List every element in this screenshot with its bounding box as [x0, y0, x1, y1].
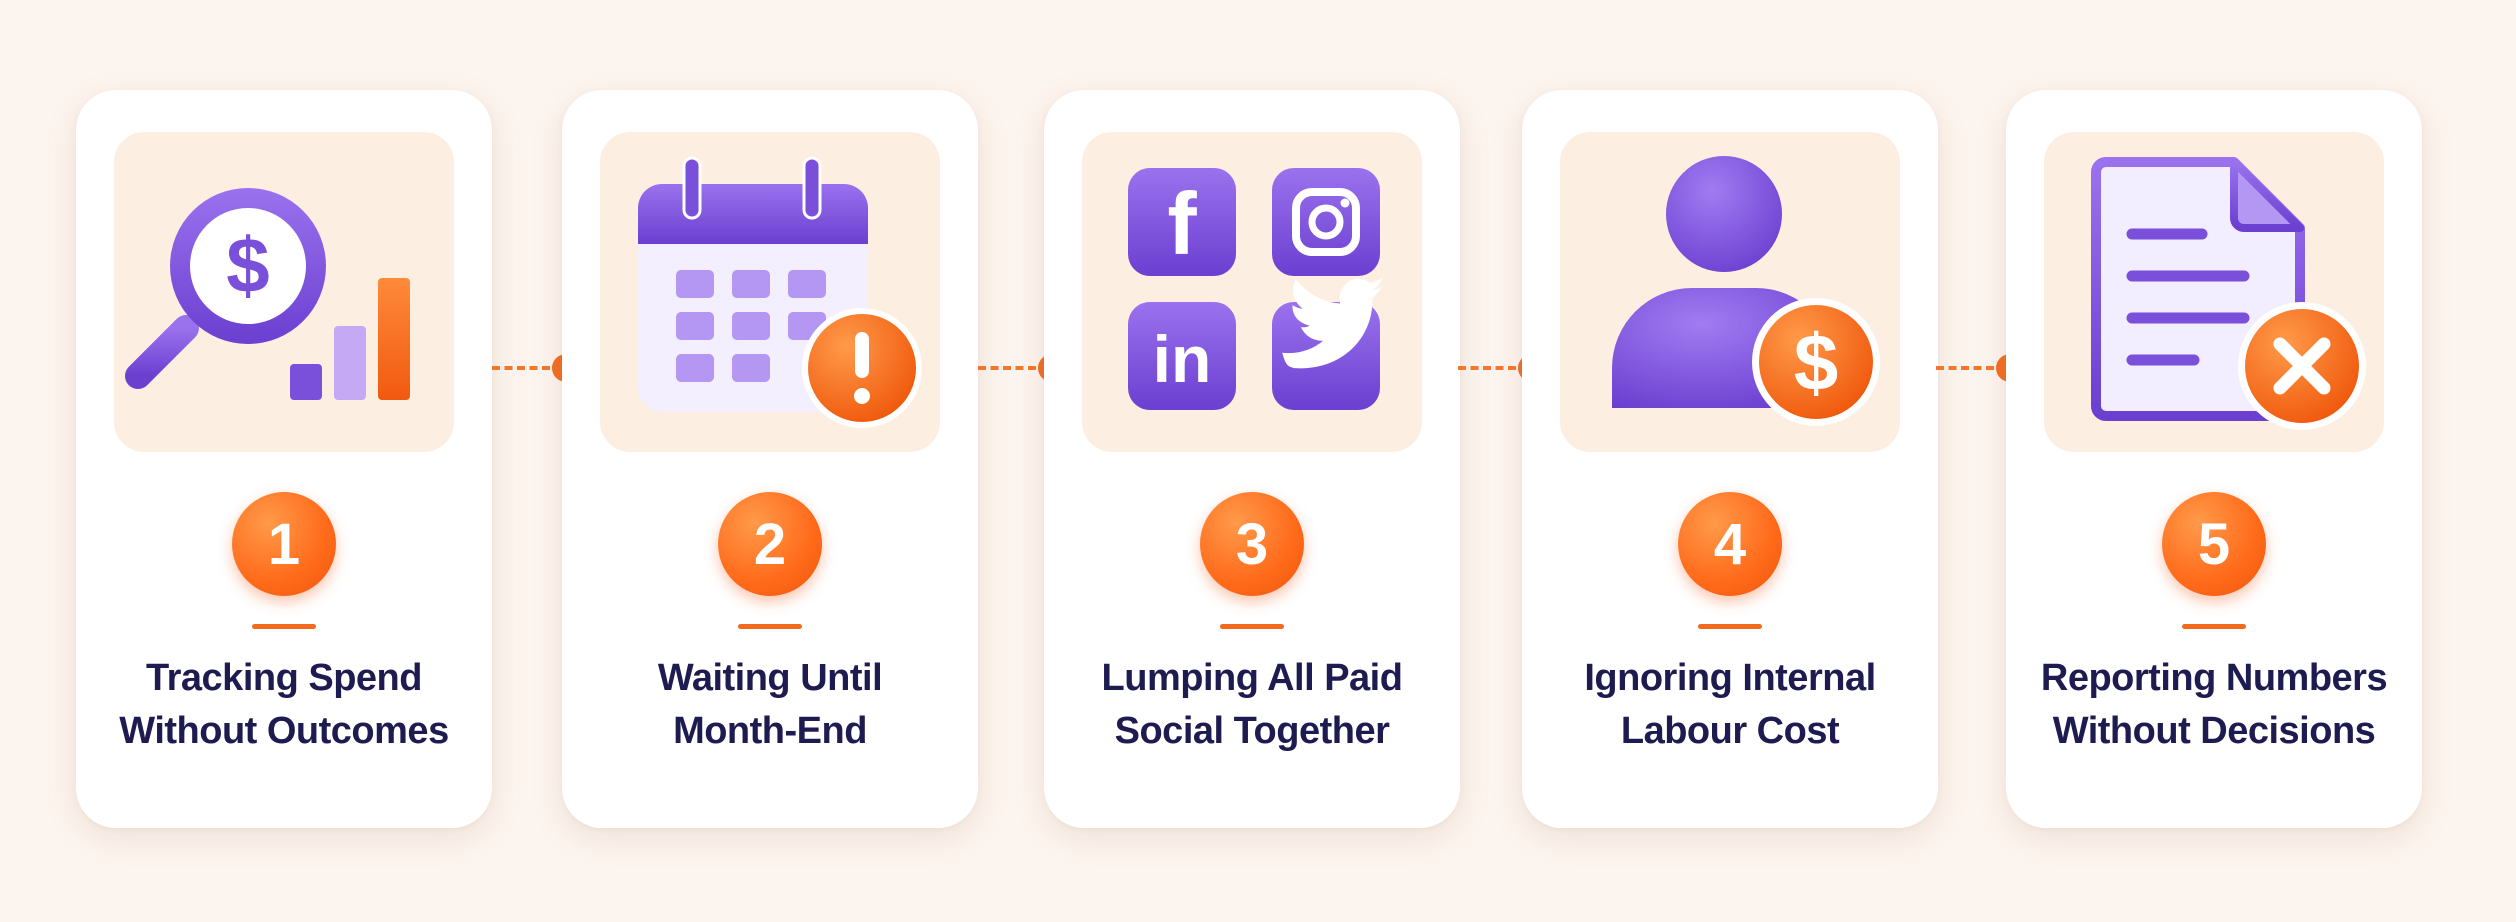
document-cancel-icon	[2091, 157, 2366, 430]
step-number-badge-4: 4	[1678, 492, 1782, 596]
step-title-1-line2: Without Outcomes	[119, 710, 449, 752]
step-underline-1	[252, 624, 316, 629]
icon-tile-3: f in	[1082, 132, 1422, 452]
facebook-icon	[1128, 168, 1236, 276]
icon-tile-1: $	[114, 132, 454, 452]
step-title-4-line2: Labour Cost	[1620, 710, 1840, 752]
step-title-4: Ignoring Internal Labour Cost	[1542, 652, 1918, 758]
step-title-2-line2: Month-End	[673, 710, 867, 752]
svg-text:in: in	[1153, 322, 1212, 396]
icon-tile-4: $	[1560, 132, 1900, 452]
icon-tile-5	[2044, 132, 2384, 452]
svg-text:f: f	[1167, 174, 1197, 273]
step-number-badge-2: 2	[718, 492, 822, 596]
step-title-3-line2: Social Together	[1114, 710, 1390, 752]
step-title-5-line2: Without Decisions	[2052, 710, 2376, 752]
step-title-2: Waiting Until Month-End	[582, 652, 958, 758]
svg-text:$: $	[1794, 318, 1839, 407]
step-underline-3	[1220, 624, 1284, 629]
step-title-5-line1: Reporting Numbers	[2040, 657, 2388, 699]
step-title-3-line1: Lumping All Paid	[1101, 657, 1403, 699]
connector-dash	[492, 366, 550, 370]
step-title-1-line1: Tracking Spend	[146, 657, 422, 699]
connector-dash	[978, 366, 1036, 370]
connector-dash	[1458, 366, 1516, 370]
person-dollar-icon: $	[1612, 156, 1880, 426]
step-title-3: Lumping All Paid Social Together	[1064, 652, 1440, 758]
linkedin-icon	[1128, 302, 1236, 410]
step-card-4: $ 4 Ignoring Internal Labour Cost	[1522, 90, 1938, 828]
step-card-3: f in 3 Lumping All Paid Social Together	[1044, 90, 1460, 828]
step-number-badge-5: 5	[2162, 492, 2266, 596]
step-title-2-line1: Waiting Until	[657, 657, 883, 699]
step-card-1: $ 1 Tracking Spend Without Outcomes	[76, 90, 492, 828]
calendar-warning-icon	[638, 156, 922, 428]
step-underline-2	[738, 624, 802, 629]
step-number-badge-1: 1	[232, 492, 336, 596]
step-number-badge-3: 3	[1200, 492, 1304, 596]
step-underline-4	[1698, 624, 1762, 629]
instagram-icon	[1272, 168, 1380, 276]
svg-text:$: $	[226, 221, 269, 309]
connector-dash	[1936, 366, 1994, 370]
social-media-grid-icon: f in	[1128, 168, 1383, 410]
step-underline-5	[2182, 624, 2246, 629]
step-card-5: 5 Reporting Numbers Without Decisions	[2006, 90, 2422, 828]
icon-tile-2	[600, 132, 940, 452]
dollar-magnifier-bar-chart-icon: $	[125, 188, 410, 400]
step-title-1: Tracking Spend Without Outcomes	[96, 652, 472, 758]
step-card-2: 2 Waiting Until Month-End	[562, 90, 978, 828]
step-title-4-line1: Ignoring Internal	[1584, 657, 1876, 699]
step-title-5: Reporting Numbers Without Decisions	[2026, 652, 2402, 758]
